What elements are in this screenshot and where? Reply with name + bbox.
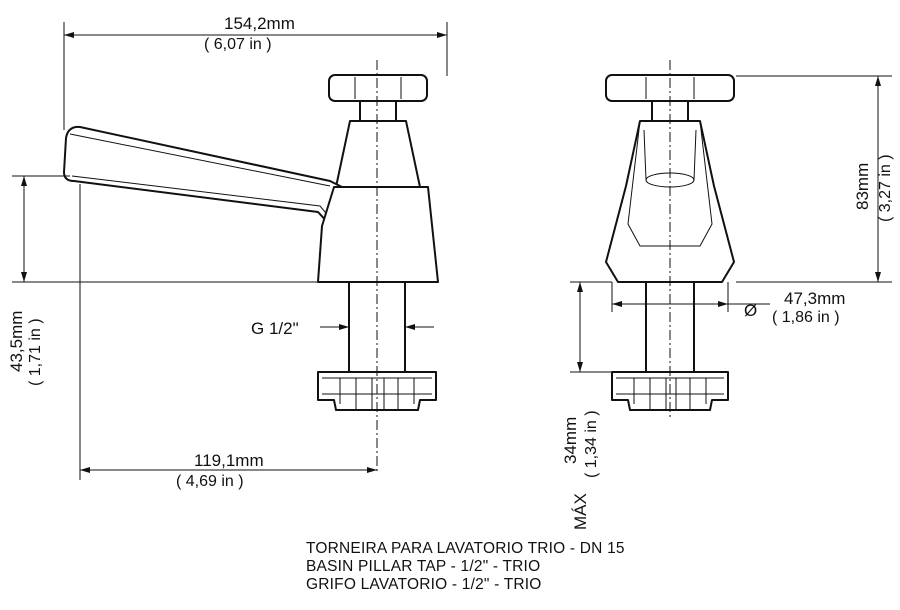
dim-max-metric: 34mm <box>561 417 580 464</box>
dim-reach-imperial: ( 4,69 in ) <box>176 473 244 490</box>
dim-height-metric: 83mm <box>853 163 872 210</box>
dim-diameter-metric: 47,3mm <box>784 289 845 308</box>
dim-total-length-metric: 154,2mm <box>224 14 295 33</box>
title-block: TORNEIRA PARA LAVATORIO TRIO - DN 15 BAS… <box>306 540 625 594</box>
title-line-pt: TORNEIRA PARA LAVATORIO TRIO - DN 15 <box>306 540 625 557</box>
title-line-es: GRIFO LAVATORIO - 1/2" - TRIO <box>306 576 542 593</box>
dim-thread: G 1/2" <box>251 319 434 338</box>
dim-spout-height-imperial: ( 1,71 in ) <box>27 318 44 386</box>
side-handle-stem <box>359 100 397 122</box>
dim-max-thickness: MÁX 34mm ( 1,34 in ) <box>561 281 612 530</box>
dim-thread-label: G 1/2" <box>251 319 299 338</box>
dim-base-diameter: Ø 47,3mm ( 1,86 in ) <box>611 282 845 326</box>
side-bonnet <box>335 120 421 188</box>
dim-total-length-imperial: ( 6,07 in ) <box>204 36 272 53</box>
side-body <box>317 186 439 283</box>
dim-diameter-symbol: Ø <box>744 301 757 320</box>
dim-height: 83mm ( 3,27 in ) <box>736 75 894 283</box>
dim-diameter-imperial: ( 1,86 in ) <box>772 309 840 326</box>
title-line-en: BASIN PILLAR TAP - 1/2" - TRIO <box>306 558 541 575</box>
side-handle <box>328 74 428 102</box>
side-spout <box>63 125 373 267</box>
dim-height-imperial: ( 3,27 in ) <box>877 154 894 222</box>
dim-total-length: 154,2mm ( 6,07 in ) <box>63 14 448 130</box>
dim-max-imperial: ( 1,34 in ) <box>583 410 600 478</box>
front-view <box>605 60 735 420</box>
dim-spout-height: 43,5mm ( 1,71 in ) <box>7 175 318 386</box>
dim-reach-metric: 119,1mm <box>194 451 264 470</box>
side-view <box>63 60 439 472</box>
dim-max-prefix: MÁX <box>571 493 590 530</box>
dim-reach: 119,1mm ( 4,69 in ) <box>79 184 377 490</box>
dim-spout-height-metric: 43,5mm <box>7 311 26 372</box>
